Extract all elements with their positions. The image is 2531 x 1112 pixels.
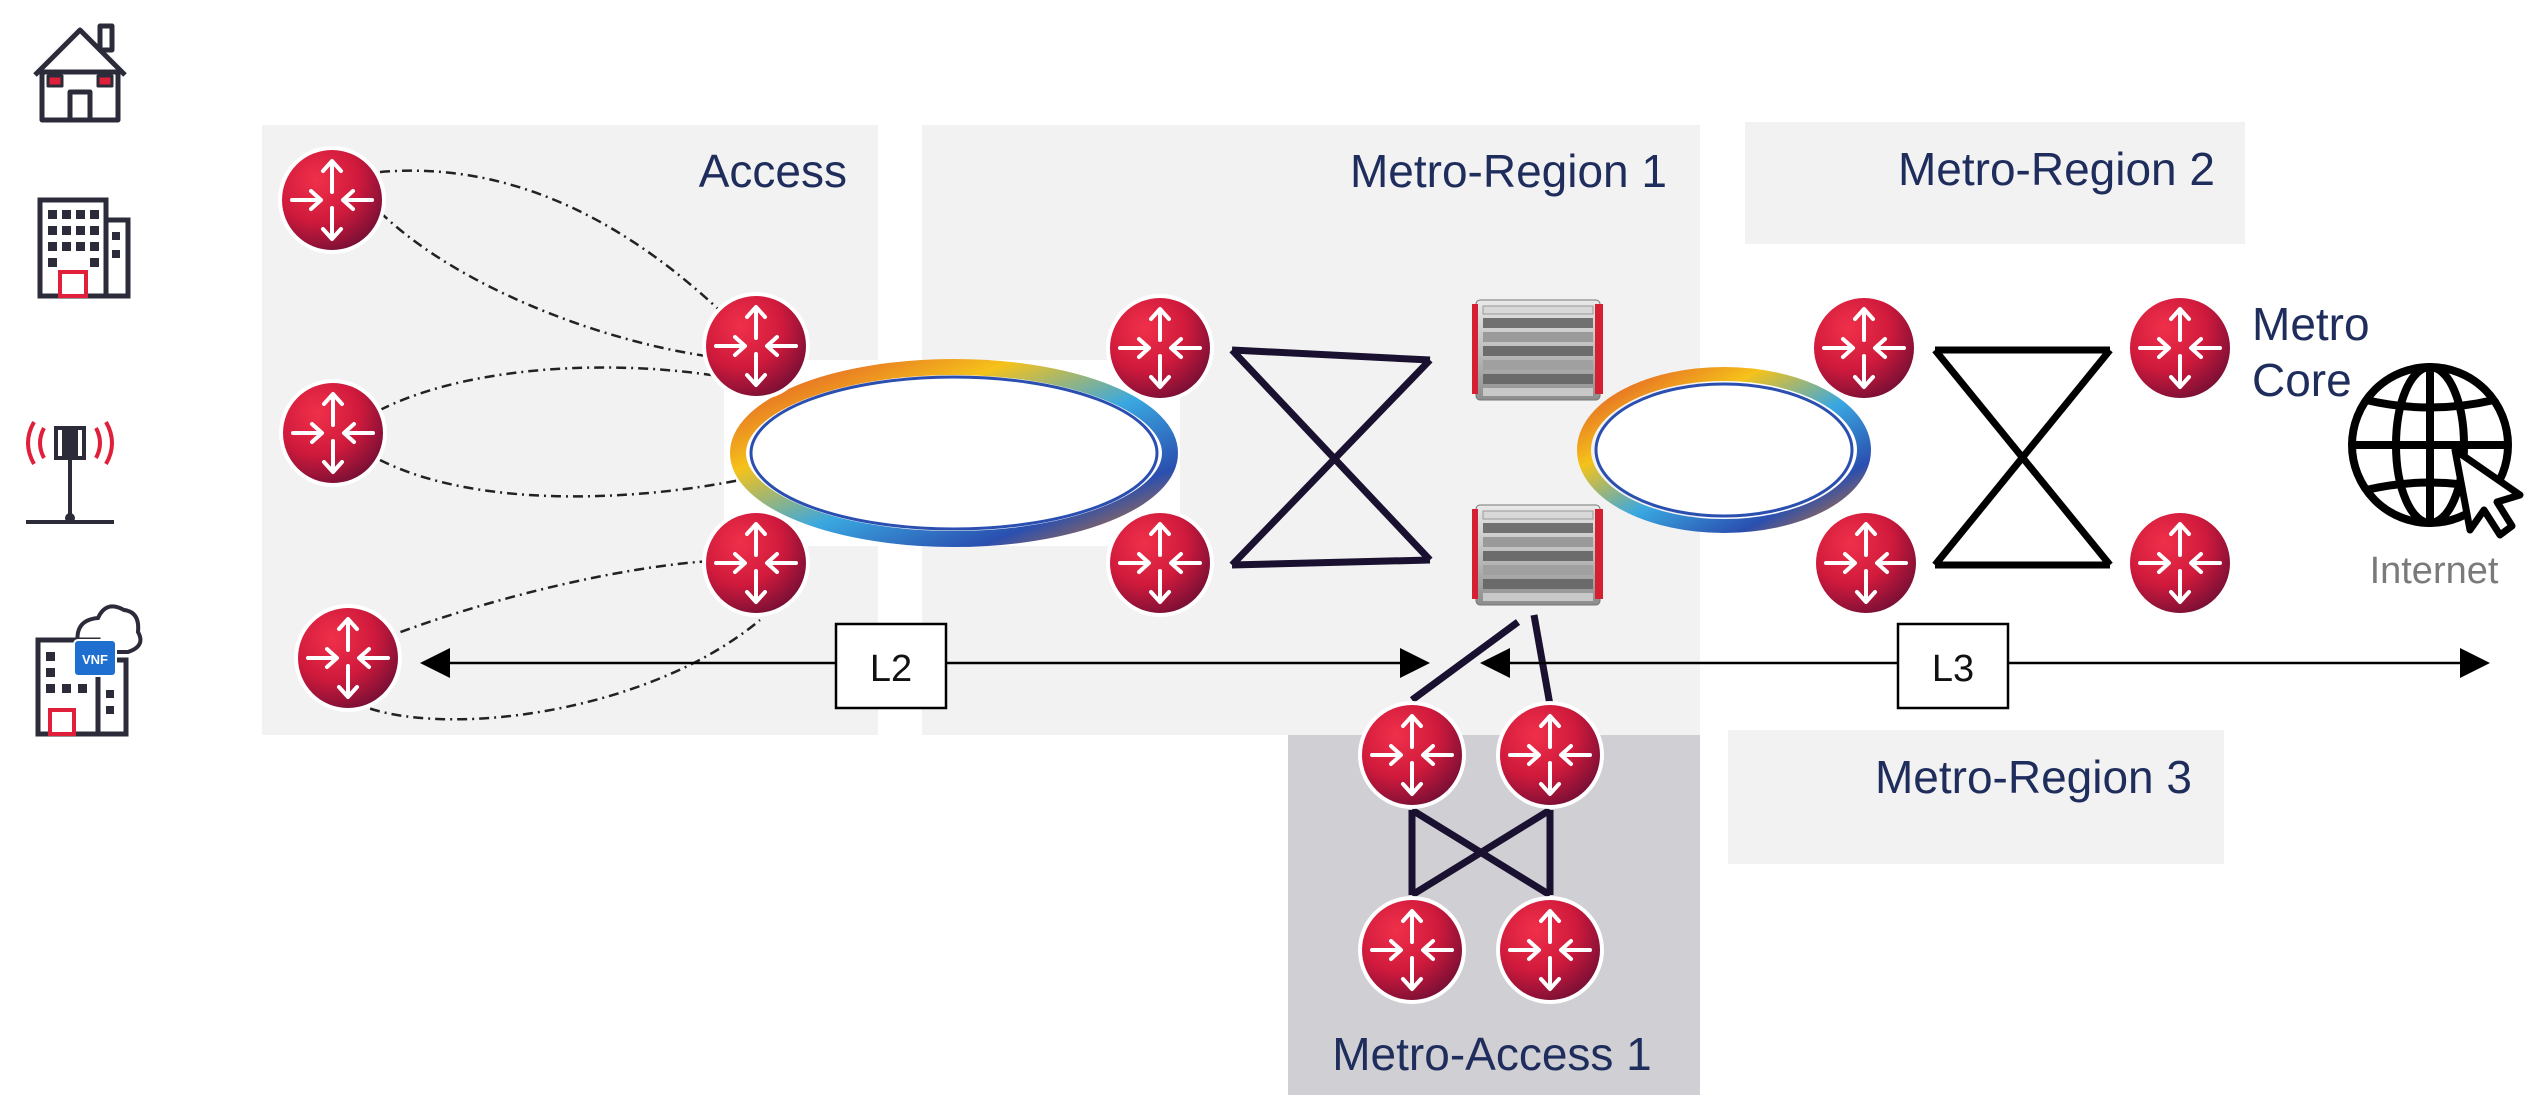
- metro-core-label-line2: Core: [2252, 354, 2352, 406]
- cursor-icon: [2451, 446, 2524, 539]
- l3-box: [1896, 622, 2010, 710]
- l3-label: L3: [1932, 648, 1974, 690]
- metro-region-2-label: Metro-Region 2: [1898, 143, 2215, 195]
- globe-icon: [2348, 363, 2512, 527]
- router-metro-1-top: [1104, 292, 1216, 404]
- chassis-router-bottom: [1471, 504, 1604, 606]
- router-metro-access-3: [1356, 894, 1468, 1006]
- router-access-edge-2: [277, 377, 389, 489]
- router-core-2: [2124, 292, 2236, 404]
- metro-ring: [1577, 367, 1871, 533]
- cell-tower-icon: [26, 421, 114, 524]
- metro-region-1-links: [1229, 346, 1433, 569]
- router-core-4: [2124, 507, 2236, 619]
- cloud-building-icon: VNF: [35, 604, 143, 737]
- router-metro-access-1: [1356, 699, 1468, 811]
- metro-region-1-label: Metro-Region 1: [1350, 145, 1667, 197]
- router-core-1: [1808, 292, 1920, 404]
- metro-region-3-label: Metro-Region 3: [1875, 751, 2192, 803]
- metro-region-2-area: [1745, 122, 2245, 244]
- router-metro-access-2: [1494, 699, 1606, 811]
- metro-access-1-label: Metro-Access 1: [1332, 1028, 1652, 1080]
- access-ring: [730, 359, 1178, 547]
- l2-box: [834, 622, 948, 710]
- vnf-badge: VNF: [82, 652, 108, 667]
- router-metro-access-4: [1494, 894, 1606, 1006]
- router-access-edge-3: [292, 602, 404, 714]
- router-core-3: [1810, 507, 1922, 619]
- access-label: Access: [699, 145, 847, 197]
- router-access-edge-1: [276, 144, 388, 256]
- metro-region-3-area: [1728, 730, 2224, 864]
- l2-label: L2: [870, 648, 912, 690]
- router-access-agg-2: [700, 507, 812, 619]
- router-metro-1-bottom: [1104, 507, 1216, 619]
- internet-label: Internet: [2370, 550, 2499, 592]
- metro-core-links: [1932, 346, 2113, 569]
- metro-core-label-line1: Metro: [2252, 298, 2370, 350]
- metro-access-1-area: [1288, 735, 1700, 1095]
- office-building-icon: [37, 197, 131, 299]
- house-icon: [33, 23, 127, 123]
- router-access-agg-1: [700, 290, 812, 402]
- chassis-router-top: [1471, 299, 1604, 401]
